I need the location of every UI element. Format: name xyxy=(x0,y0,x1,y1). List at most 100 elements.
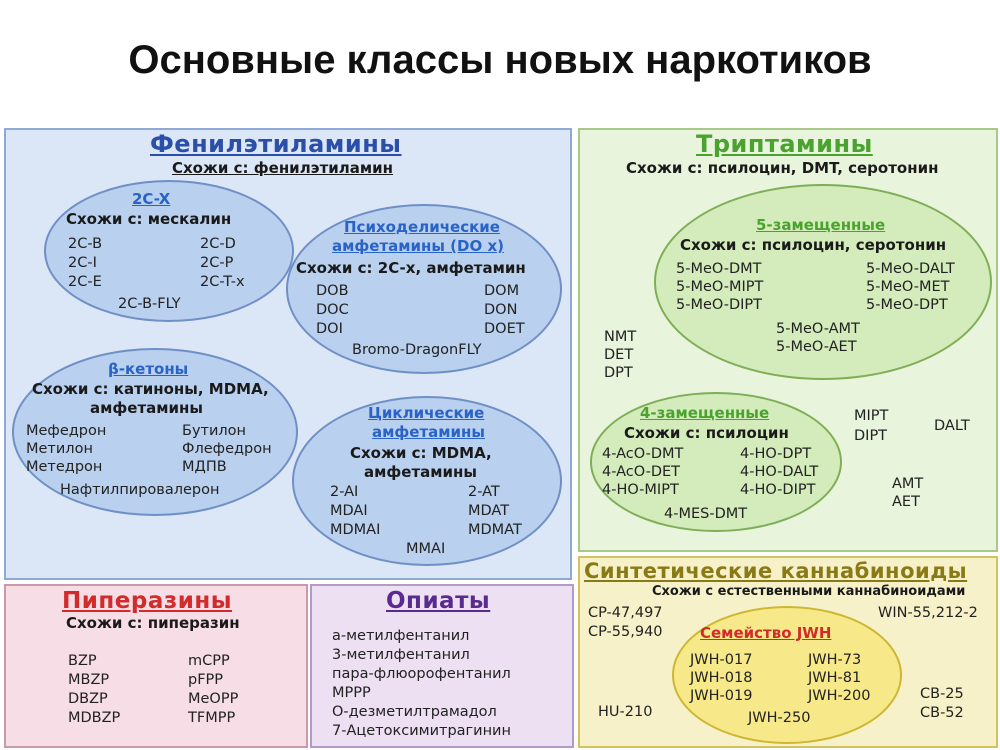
list-item: 4-AcO-DMT xyxy=(602,446,684,462)
five-title: 5-замещенные xyxy=(756,216,886,234)
list-item: 5-MeO-DPT xyxy=(866,297,948,313)
list-item: а-метилфентанил xyxy=(332,628,470,644)
list-item: 5-MeO-MIPT xyxy=(676,279,764,295)
list-item: MBZP xyxy=(68,672,110,688)
list-item: MeOPP xyxy=(188,691,239,707)
list-item: 5-MeO-DALT xyxy=(866,261,955,277)
list-item: 7-Ацетоксимитрагинин xyxy=(332,723,511,739)
phenethylamines-header: Фенилэтиламины xyxy=(150,130,402,158)
list-item: пара-флюорофентанил xyxy=(332,666,511,682)
list-item: CB-52 xyxy=(920,705,964,721)
list-item: 4-HO-DPT xyxy=(740,446,812,462)
list-item: 4-HO-DALT xyxy=(740,464,819,480)
list-item: JWH-81 xyxy=(808,670,862,686)
piperazines-sub: Схожи с: пиперазин xyxy=(66,614,240,632)
list-item: 4-HO-MIPT xyxy=(602,482,679,498)
list-item: DET xyxy=(604,347,634,363)
list-item: AET xyxy=(892,494,920,510)
phenethylamines-sub: Схожи с: фенилэтиламин xyxy=(172,159,394,177)
beta-sub-1: Схожи с: катиноны, MDMA, xyxy=(32,380,269,398)
list-item: MDBZP xyxy=(68,710,121,726)
four-title: 4-замещенные xyxy=(640,404,770,422)
list-item: DOI xyxy=(316,321,343,337)
list-item: DBZP xyxy=(68,691,108,707)
beta-sub-2: амфетамины xyxy=(90,399,203,417)
list-item: JWH-200 xyxy=(808,688,871,704)
list-item: DPT xyxy=(604,365,633,381)
list-item: DON xyxy=(484,302,518,318)
psy-title-1: Психоделические xyxy=(344,218,500,236)
list-item: МДПВ xyxy=(182,459,227,475)
list-item: DOM xyxy=(484,283,520,299)
list-item: pFPP xyxy=(188,672,224,688)
list-item: 3-метилфентанил xyxy=(332,647,470,663)
list-item: 2C-B xyxy=(68,236,103,252)
cyc-sub-1: Схожи с: MDMA, xyxy=(350,444,492,462)
tryptamines-sub: Схожи с: псилоцин, DMT, серотонин xyxy=(626,159,939,177)
list-item: 2-AI xyxy=(330,484,359,500)
list-item: MMAI xyxy=(406,541,446,557)
5-substituted-ellipse xyxy=(654,184,992,380)
psychedelic-amphetamines-ellipse xyxy=(286,204,562,374)
list-item: 2C-E xyxy=(68,274,102,290)
list-item: 2C-P xyxy=(200,255,234,271)
list-item: 4-MES-DMT xyxy=(664,506,748,522)
cyc-title-2: амфетамины xyxy=(372,423,485,441)
list-item: DALT xyxy=(934,418,970,434)
list-item: 5-MeO-DMT xyxy=(676,261,762,277)
list-item: 5-MeO-AET xyxy=(776,339,857,355)
list-item: DOC xyxy=(316,302,349,318)
cyc-sub-2: амфетамины xyxy=(364,463,477,481)
cannabinoids-header: Синтетические каннабиноиды xyxy=(584,559,968,583)
list-item: TFMPP xyxy=(188,710,236,726)
list-item: NMT xyxy=(604,329,637,345)
list-item: CP-55,940 xyxy=(588,624,663,640)
list-item: MDMAI xyxy=(330,522,381,538)
list-item: JWH-019 xyxy=(690,688,753,704)
list-item: MDMAT xyxy=(468,522,522,538)
opiates-panel xyxy=(310,584,574,748)
tryptamines-header: Триптамины xyxy=(696,130,873,158)
list-item: JWH-017 xyxy=(690,652,753,668)
list-item: 5-MeO-AMT xyxy=(776,321,860,337)
list-item: 4-AcO-DET xyxy=(602,464,681,480)
list-item: BZP xyxy=(68,653,97,669)
slide-title: Основные классы новых наркотиков xyxy=(128,38,872,82)
4-substituted-ellipse xyxy=(590,392,842,532)
list-item: JWH-018 xyxy=(690,670,753,686)
list-item: 4-HO-DIPT xyxy=(740,482,816,498)
list-item: DOB xyxy=(316,283,349,299)
piperazines-header: Пиперазины xyxy=(62,588,233,614)
list-item: JWH-250 xyxy=(748,710,811,726)
list-item: Bromo-DragonFLY xyxy=(352,342,482,358)
four-sub: Схожи с: псилоцин xyxy=(624,424,789,442)
list-item: AMT xyxy=(892,476,924,492)
cyc-title-1: Циклические xyxy=(368,404,485,422)
2c-x-ellipse xyxy=(44,180,294,322)
list-item: О-дезметилтрамадол xyxy=(332,704,497,720)
five-sub: Схожи с: псилоцин, серотонин xyxy=(680,236,947,254)
list-item: 2C-B-FLY xyxy=(118,296,181,312)
opiates-header: Опиаты xyxy=(386,588,491,614)
cyclic-amphetamines-ellipse xyxy=(292,396,562,566)
list-item: 2-AT xyxy=(468,484,500,500)
list-item: MDAI xyxy=(330,503,368,519)
list-item: HU-210 xyxy=(598,704,653,720)
list-item: Метедрон xyxy=(26,459,103,475)
list-item: Нафтилпировалерон xyxy=(60,482,220,498)
2c-x-title: 2C-X xyxy=(132,190,171,208)
jwh-family-ellipse xyxy=(672,606,902,744)
beta-ketones-ellipse xyxy=(12,348,298,516)
beta-title: β-кетоны xyxy=(108,360,189,378)
list-item: JWH-73 xyxy=(808,652,862,668)
list-item: Бутилон xyxy=(182,423,247,439)
list-item: MPPP xyxy=(332,685,371,701)
list-item: CB-25 xyxy=(920,686,964,702)
list-item: WIN-55,212-2 xyxy=(878,605,978,621)
list-item: MIPT xyxy=(854,408,889,424)
list-item: Мефедрон xyxy=(26,423,107,439)
list-item: 5-MeO-DIPT xyxy=(676,297,762,313)
2c-x-sub: Схожи с: мескалин xyxy=(66,210,232,228)
piperazines-panel xyxy=(4,584,308,748)
cannabinoids-sub: Схожи с естественными каннабиноидами xyxy=(652,584,966,599)
